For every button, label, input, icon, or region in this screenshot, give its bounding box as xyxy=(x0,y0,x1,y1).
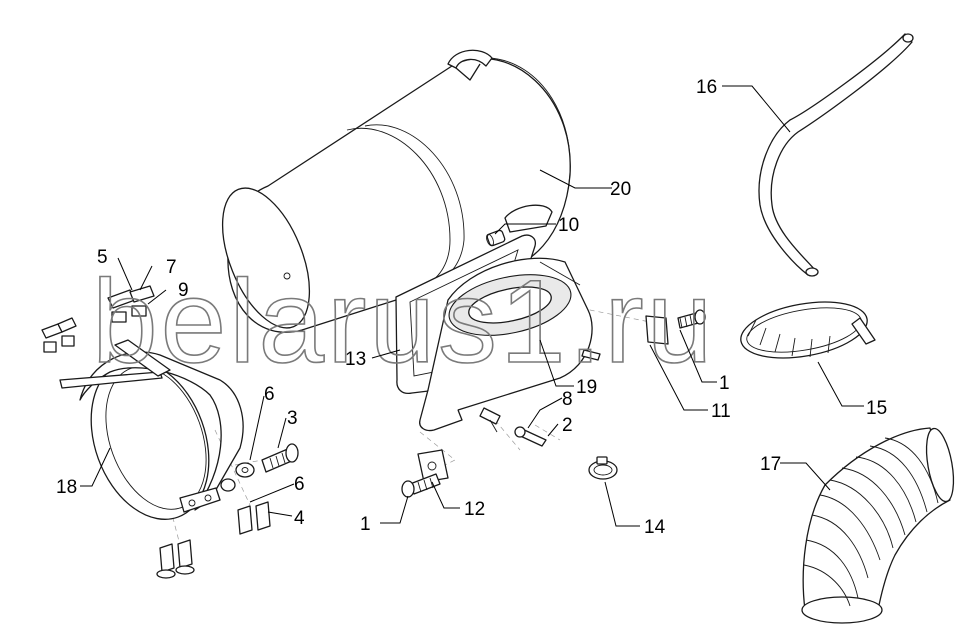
callout-18: 18 xyxy=(56,477,77,498)
watermark-text: belarus1.ru xyxy=(92,256,715,388)
parts-5-7-9-clips xyxy=(41,285,155,353)
callout-20: 20 xyxy=(610,179,631,200)
callout-5: 5 xyxy=(97,247,108,268)
part-18-band-bracket xyxy=(59,339,244,520)
callout-14: 14 xyxy=(644,517,666,538)
callout-6-lower: 6 xyxy=(294,474,305,495)
callout-10: 10 xyxy=(558,215,579,236)
bolts-8-2 xyxy=(479,407,547,447)
part-11-plate xyxy=(645,309,706,345)
callout-4: 4 xyxy=(294,508,305,529)
part-15-band-clamp xyxy=(740,301,876,359)
callout-6-upper: 6 xyxy=(264,384,275,405)
parts-3-4-6-fasteners xyxy=(156,443,299,579)
callout-1-lower: 1 xyxy=(360,514,371,535)
part-17-flex-pipe xyxy=(801,427,955,624)
leader-lines xyxy=(80,85,864,527)
callout-9: 9 xyxy=(178,280,189,301)
callout-labels: 16 20 10 5 7 9 13 19 1 11 15 17 14 12 1 … xyxy=(56,77,887,538)
part-12-plate xyxy=(401,449,449,498)
callout-8: 8 xyxy=(562,389,573,410)
callout-7: 7 xyxy=(166,257,177,278)
callout-13: 13 xyxy=(345,349,366,370)
callout-12: 12 xyxy=(464,499,485,520)
part-10-fitting xyxy=(486,229,506,247)
callout-19: 19 xyxy=(576,377,597,398)
callout-17: 17 xyxy=(760,454,781,475)
part-16-hose xyxy=(758,33,914,277)
callout-3: 3 xyxy=(287,408,298,429)
callout-15: 15 xyxy=(866,398,887,419)
callout-2: 2 xyxy=(562,415,573,436)
callout-1-upper: 1 xyxy=(719,373,730,394)
callout-11: 11 xyxy=(711,401,731,422)
part-14-clamp xyxy=(588,456,618,480)
callout-16: 16 xyxy=(696,77,717,98)
